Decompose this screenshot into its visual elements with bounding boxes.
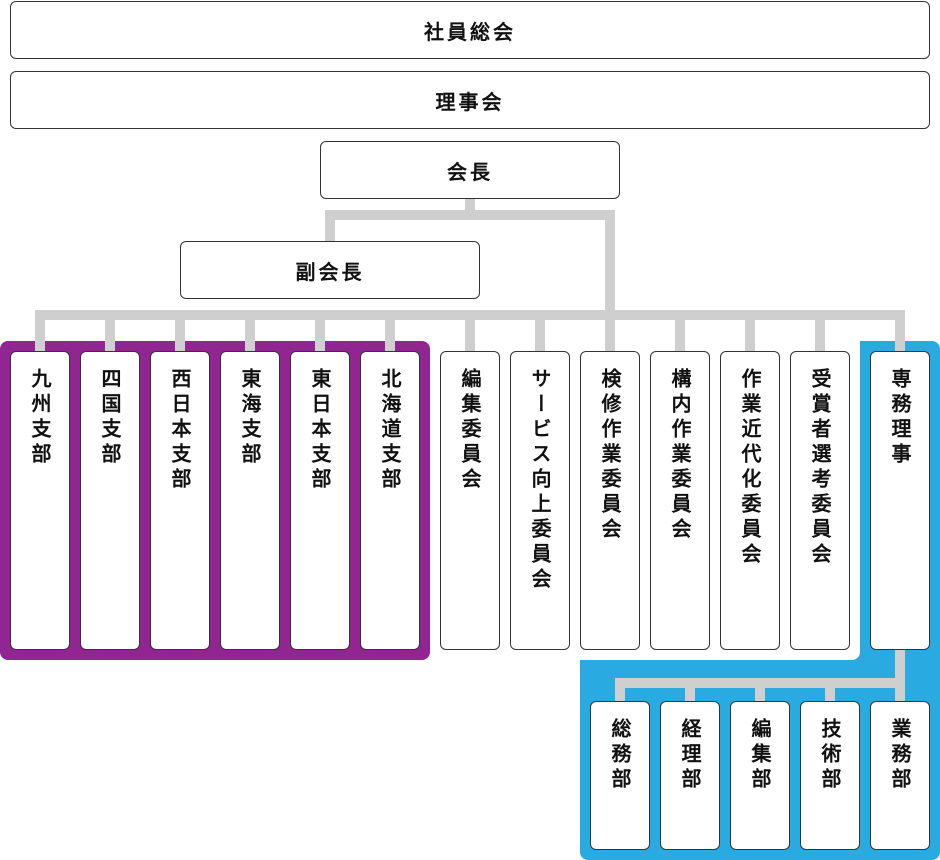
committee-label: 構内作業委員会 bbox=[668, 368, 692, 543]
connector-segment bbox=[245, 310, 255, 351]
committee-box: 受賞者選考委員会 bbox=[790, 351, 850, 650]
branch-label: 東海支部 bbox=[238, 368, 262, 468]
department-label: 技術部 bbox=[818, 718, 842, 793]
branch-box: 東日本支部 bbox=[290, 351, 350, 650]
connector-segment bbox=[815, 310, 825, 351]
department-box: 経理部 bbox=[660, 701, 720, 850]
connector-segment bbox=[325, 210, 335, 241]
connector-segment bbox=[605, 310, 615, 351]
executive-director-label: 専務理事 bbox=[888, 368, 912, 468]
branch-box: 四国支部 bbox=[80, 351, 140, 650]
branch-label: 四国支部 bbox=[98, 368, 122, 468]
vice-president-box: 副会長 bbox=[180, 241, 480, 299]
connector-segment bbox=[755, 678, 765, 701]
branch-label: 北海道支部 bbox=[378, 368, 402, 493]
board-box: 理事会 bbox=[10, 71, 930, 129]
connector-segment bbox=[35, 310, 45, 351]
general-assembly-label: 社員総会 bbox=[424, 19, 516, 44]
connector-segment bbox=[685, 678, 695, 701]
vice-president-label: 副会長 bbox=[295, 259, 365, 284]
regional-branches-region bbox=[0, 341, 430, 660]
committee-box: 構内作業委員会 bbox=[650, 351, 710, 650]
connector-segment bbox=[465, 310, 475, 351]
department-label: 編集部 bbox=[748, 718, 772, 793]
general-assembly-box: 社員総会 bbox=[10, 1, 930, 59]
president-label: 会長 bbox=[447, 159, 493, 184]
committee-label: 検修作業委員会 bbox=[598, 368, 622, 543]
committee-label: 編集委員会 bbox=[458, 368, 482, 493]
connector-segment bbox=[535, 310, 545, 351]
department-box: 技術部 bbox=[800, 701, 860, 850]
committee-label: 受賞者選考委員会 bbox=[808, 368, 832, 568]
connector-segment bbox=[895, 678, 905, 701]
department-label: 業務部 bbox=[888, 718, 912, 793]
connector-segment bbox=[105, 310, 115, 351]
branch-label: 東日本支部 bbox=[308, 368, 332, 493]
branch-label: 西日本支部 bbox=[168, 368, 192, 493]
branch-box: 北海道支部 bbox=[360, 351, 420, 650]
connector-segment bbox=[675, 310, 685, 351]
committee-box: 編集委員会 bbox=[440, 351, 500, 650]
branch-box: 東海支部 bbox=[220, 351, 280, 650]
connector-segment bbox=[175, 310, 185, 351]
connector-segment bbox=[895, 310, 905, 351]
committee-label: サービス向上委員会 bbox=[528, 368, 552, 593]
branch-box: 九州支部 bbox=[10, 351, 70, 650]
president-box: 会長 bbox=[320, 141, 620, 199]
department-label: 経理部 bbox=[678, 718, 702, 793]
committee-box: サービス向上委員会 bbox=[510, 351, 570, 650]
department-label: 総務部 bbox=[608, 718, 632, 793]
connector-segment bbox=[825, 678, 835, 701]
executive-director-box: 専務理事 bbox=[870, 351, 930, 650]
branch-box: 西日本支部 bbox=[150, 351, 210, 650]
committee-box: 作業近代化委員会 bbox=[720, 351, 780, 650]
board-label: 理事会 bbox=[435, 89, 505, 114]
connector-segment bbox=[615, 678, 625, 701]
connector-segment bbox=[605, 210, 615, 320]
department-box: 業務部 bbox=[870, 701, 930, 850]
connector-segment bbox=[465, 199, 475, 220]
connector-segment bbox=[895, 650, 905, 678]
connector-segment bbox=[745, 310, 755, 351]
department-box: 編集部 bbox=[730, 701, 790, 850]
committee-box: 検修作業委員会 bbox=[580, 351, 640, 650]
connector-segment bbox=[385, 310, 395, 351]
department-box: 総務部 bbox=[590, 701, 650, 850]
connector-segment bbox=[315, 310, 325, 351]
branch-label: 九州支部 bbox=[28, 368, 52, 468]
committee-label: 作業近代化委員会 bbox=[738, 368, 762, 568]
connector-segment bbox=[325, 210, 615, 220]
